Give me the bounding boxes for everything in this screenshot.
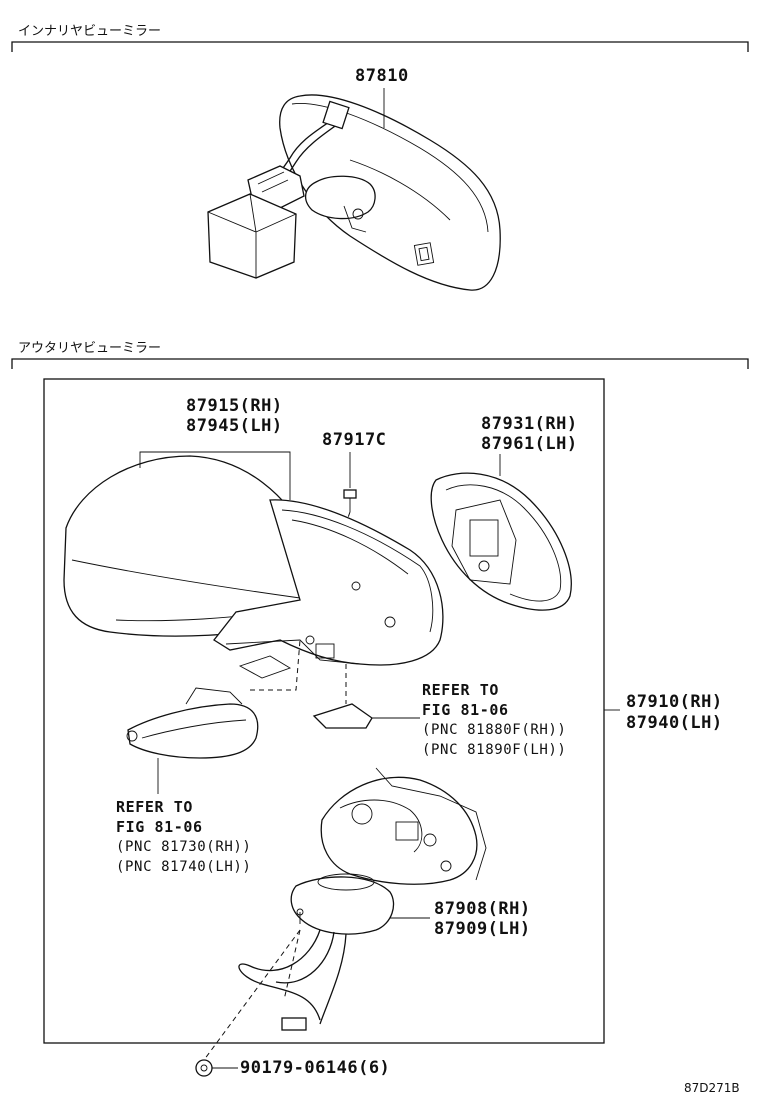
part-number-outer-mirror-lh: 87940(LH) (626, 713, 723, 733)
turn-signal-lower-drawing (126, 639, 301, 794)
part-number-outer-mirror-rh: 87910(RH) (626, 692, 723, 712)
reference-upper-line4: (PNC 81890F(LH)) (422, 742, 567, 758)
part-number-retractor-lh: 87909(LH) (434, 919, 531, 939)
part-number-inner-mirror: 87810 (355, 66, 409, 86)
part-number-mirror-glass-lh: 87961(LH) (481, 434, 578, 454)
reference-lower-line2: FIG 81-06 (116, 818, 203, 836)
reference-upper-line3: (PNC 81880F(RH)) (422, 722, 567, 738)
outer-section-divider (11, 358, 749, 369)
part-number-retractor-rh: 87908(RH) (434, 899, 531, 919)
inner-mirror-drawing (207, 88, 501, 291)
part-number-cover-lh: 87945(LH) (186, 416, 283, 436)
reference-upper-line1: REFER TO (422, 681, 500, 699)
reference-lower-line4: (PNC 81740(LH)) (116, 859, 252, 875)
reference-upper-line2: FIG 81-06 (422, 701, 509, 719)
inner-section-divider (11, 41, 749, 52)
part-number-nut: 90179-06146(6) (240, 1058, 391, 1078)
drawing-code: 87D271B (684, 1081, 740, 1095)
mirror-glass-drawing (430, 454, 572, 611)
reference-lower-line1: REFER TO (116, 798, 194, 816)
nut-drawing (195, 1059, 238, 1077)
outer-mirror-section-title: アウタリヤビューミラー (18, 341, 162, 356)
part-number-cover-rh: 87915(RH) (186, 396, 283, 416)
part-number-screw: 87917C (322, 430, 387, 450)
retractor-drawing (203, 767, 487, 1061)
reference-note-lower: REFER TO FIG 81-06 (PNC 81730(RH)) (PNC … (116, 797, 251, 877)
reference-lower-line3: (PNC 81730(RH)) (116, 839, 252, 855)
part-number-mirror-glass-rh: 87931(RH) (481, 414, 578, 434)
turn-signal-upper-drawing (312, 664, 420, 729)
reference-note-upper: REFER TO FIG 81-06 (PNC 81880F(RH)) (PNC… (422, 680, 566, 760)
inner-mirror-section-title: インナリヤビューミラー (18, 24, 162, 39)
outer-mirror-assembly-frame (43, 378, 605, 1044)
screw-drawing (339, 452, 357, 541)
mirror-housing-drawing (213, 499, 444, 679)
